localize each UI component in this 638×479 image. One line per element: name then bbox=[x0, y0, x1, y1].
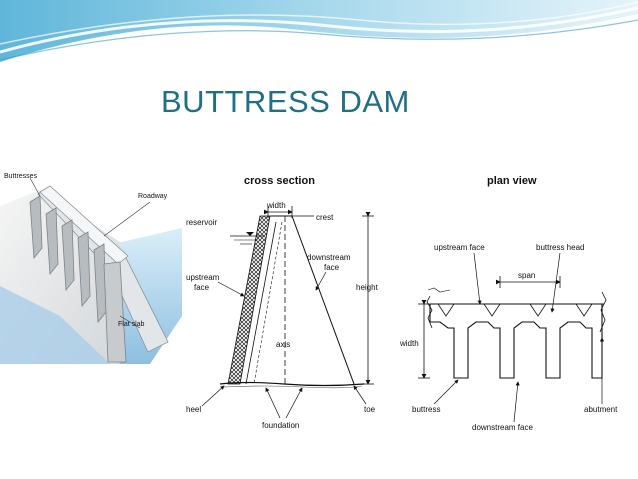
label-width: width bbox=[266, 201, 286, 210]
label-roadway: Roadway bbox=[138, 193, 168, 200]
label-downstream: downstream bbox=[307, 253, 351, 262]
label-buttress-head: buttress head bbox=[536, 243, 584, 252]
plan-view-heading: plan view bbox=[487, 175, 537, 187]
label-crest: crest bbox=[316, 213, 334, 222]
label-axis: axis bbox=[276, 340, 290, 349]
label-buttress: buttress bbox=[412, 405, 440, 414]
cross-section-and-plan-view-diagram: cross section width crest reservoir down… bbox=[184, 160, 638, 441]
header-wave-decoration bbox=[0, 0, 638, 62]
label-reservoir: reservoir bbox=[186, 218, 217, 227]
label-downstream-face: face bbox=[324, 263, 340, 272]
label-height: height bbox=[356, 283, 379, 292]
label-upstream-face: face bbox=[194, 283, 210, 292]
label-heel: heel bbox=[186, 405, 201, 414]
label-flat-slab: Flat slab bbox=[118, 321, 145, 328]
label-toe: toe bbox=[364, 405, 376, 414]
label-width-plan: width bbox=[399, 339, 419, 348]
label-upstream-face-plan: upstream face bbox=[434, 243, 485, 252]
buttress-dam-3d-illustration: Buttresses Roadway Flat slab bbox=[0, 173, 182, 364]
slide-title: BUTTRESS DAM bbox=[161, 84, 410, 119]
label-buttresses: Buttresses bbox=[4, 173, 38, 180]
label-span: span bbox=[518, 271, 535, 280]
label-abutment: abutment bbox=[584, 405, 618, 414]
label-foundation: foundation bbox=[262, 421, 299, 430]
label-upstream: upstream bbox=[186, 273, 220, 282]
cross-section-heading: cross section bbox=[244, 175, 315, 187]
label-downstream-face-plan: downstream face bbox=[472, 423, 533, 432]
